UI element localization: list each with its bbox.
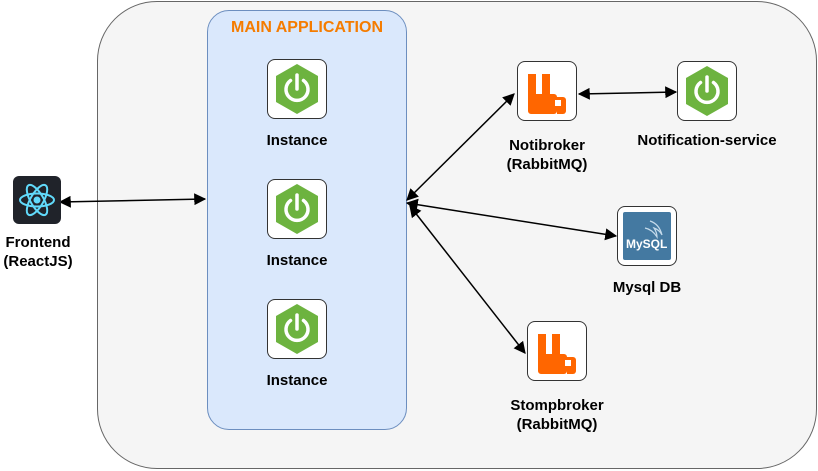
stompbroker-label: Stompbroker (RabbitMQ) <box>510 397 604 433</box>
arrow-frontend-main <box>58 193 207 208</box>
mysql-logo-text: MySQL <box>626 237 667 251</box>
main-application-title: MAIN APPLICATION <box>231 19 383 36</box>
notibroker-label: Notibroker (RabbitMQ) <box>506 137 588 173</box>
arrow-main-stompbroker <box>409 205 526 354</box>
notification-service-label: Notification-service <box>637 132 777 149</box>
arrow-notibroker-notification <box>577 86 678 100</box>
instance-1-spring-icon <box>267 59 327 119</box>
arrow-main-mysql <box>405 198 618 241</box>
arrow-main-notibroker <box>406 93 515 201</box>
instance-1-label: Instance <box>266 132 328 149</box>
mysql-db-label: Mysql DB <box>612 279 682 296</box>
instance-2-label: Instance <box>266 252 328 269</box>
notibroker-rabbitmq-icon <box>517 61 577 121</box>
instance-2-spring-icon <box>267 179 327 239</box>
mysql-db-icon: MySQL <box>617 206 677 266</box>
react-logo-icon <box>13 176 61 224</box>
instance-3-label: Instance <box>266 372 328 389</box>
instance-3-spring-icon <box>267 299 327 359</box>
stompbroker-rabbitmq-icon <box>527 321 587 381</box>
notification-service-spring-icon <box>677 61 737 121</box>
frontend-label: Frontend (ReactJS) <box>3 234 73 270</box>
